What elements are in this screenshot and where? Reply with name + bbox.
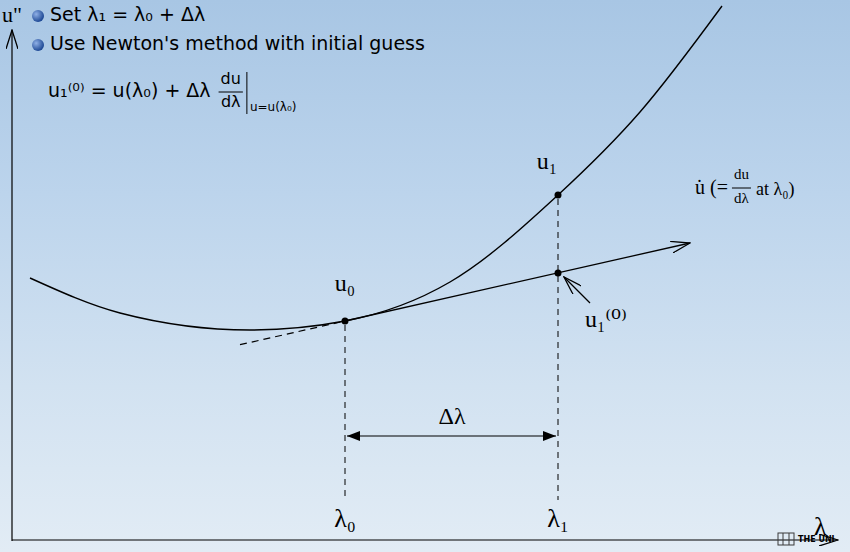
drop-line [558,199,559,500]
evaluation-bar [246,72,247,114]
axis-tick-label: λ₁ [547,504,569,534]
dimension-label: Δλ [438,403,465,431]
fraction-denominator: dλ [221,93,241,111]
logo-emblem [789,533,790,545]
formula-text: u₁⁽⁰⁾ = u(λ₀) + Δλ [48,80,211,102]
y-axis [11,30,12,541]
solution-point [555,192,562,199]
solution-curve-layer [30,6,722,330]
axis-tick-label: λ₀ [334,504,356,534]
drop-line [345,325,346,500]
bullet-text: Set λ₁ = λ₀ + Δλ [50,4,205,26]
tangent-label: at λ₀) [756,179,795,200]
axis-label: u" [2,2,22,27]
solution-point [342,318,349,325]
bullet-text: Use Newton's method with initial guess [50,33,425,55]
tangent-extension [240,321,345,345]
fraction-denominator: dλ [734,190,749,207]
point-label: u₁⁽⁰⁾ [585,306,627,334]
fraction-bar [732,188,751,189]
logo-emblem [778,533,794,545]
bullet [32,39,44,51]
tangent-label: u̇ (= [695,176,728,199]
logo-emblem [783,533,784,545]
tangent-arrow [345,243,690,321]
x-axis [12,539,838,540]
leader-line [564,277,590,303]
fraction-numerator: du [734,166,749,183]
bullet [32,10,44,22]
evaluation-subscript: u=u(λ₀) [250,101,297,115]
point-label: u₀ [335,270,355,298]
fraction-numerator: du [221,70,241,88]
dimension-arrow [347,435,556,436]
predictor-point [555,270,562,277]
math-bars [219,72,751,188]
logo-text: THE UNI [798,535,835,544]
point-label: u₁ [537,148,557,176]
solution-curve [30,6,722,330]
